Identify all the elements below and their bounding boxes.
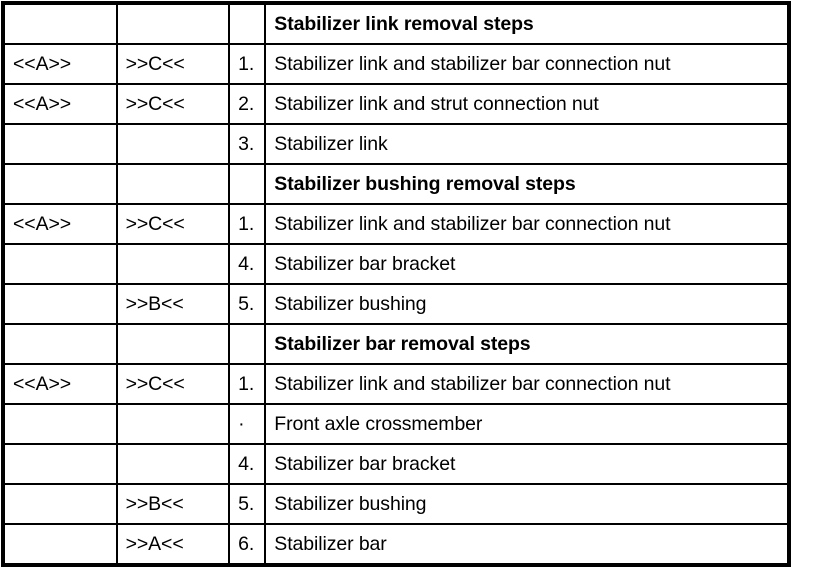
cell-marker-a bbox=[2, 2, 118, 45]
cell-marker-a bbox=[2, 443, 118, 485]
cell-step-description: Stabilizer link and stabilizer bar conne… bbox=[264, 363, 790, 405]
table-row: Stabilizer bushing removal steps bbox=[2, 163, 790, 205]
cell-marker-a bbox=[2, 523, 118, 566]
cell-step-number: 1. bbox=[228, 203, 267, 245]
cell-step-number bbox=[228, 323, 267, 365]
table-row: <<A>>>>C<<2.Stabilizer link and strut co… bbox=[2, 83, 790, 125]
cell-marker-a bbox=[2, 403, 118, 445]
cell-step-description: Stabilizer bar bracket bbox=[264, 443, 790, 485]
cell-step-description: Stabilizer link bbox=[264, 123, 790, 165]
table-row: 4.Stabilizer bar bracket bbox=[2, 443, 790, 485]
table-row: Stabilizer link removal steps bbox=[2, 2, 790, 45]
cell-step-number: 1. bbox=[228, 43, 267, 85]
section-header-label: Stabilizer bar removal steps bbox=[264, 323, 790, 365]
table-row: <<A>>>>C<<1.Stabilizer link and stabiliz… bbox=[2, 363, 790, 405]
cell-marker-b bbox=[115, 123, 231, 165]
table-row: >>A<<6.Stabilizer bar bbox=[2, 523, 790, 566]
cell-step-description: Stabilizer bar bracket bbox=[264, 243, 790, 285]
cell-step-description: Stabilizer link and strut connection nut bbox=[264, 83, 790, 125]
table-row: ·Front axle crossmember bbox=[2, 403, 790, 445]
cell-step-number: 1. bbox=[228, 363, 267, 405]
cell-marker-b: >>C<< bbox=[115, 83, 231, 125]
table-row: >>B<<5.Stabilizer bushing bbox=[2, 483, 790, 525]
cell-marker-b: >>C<< bbox=[115, 203, 231, 245]
cell-step-number: 5. bbox=[228, 283, 267, 325]
cell-marker-a: <<A>> bbox=[2, 203, 118, 245]
cell-marker-b bbox=[115, 403, 231, 445]
cell-marker-a: <<A>> bbox=[2, 83, 118, 125]
cell-marker-a bbox=[2, 163, 118, 205]
cell-marker-b bbox=[115, 323, 231, 365]
stabilizer-removal-steps-table: Stabilizer link removal steps<<A>>>>C<<1… bbox=[1, 1, 791, 567]
cell-marker-a: <<A>> bbox=[2, 363, 118, 405]
table-row: <<A>>>>C<<1.Stabilizer link and stabiliz… bbox=[2, 43, 790, 85]
cell-marker-b: >>B<< bbox=[115, 283, 231, 325]
cell-step-description: Stabilizer link and stabilizer bar conne… bbox=[264, 43, 790, 85]
section-header-label: Stabilizer bushing removal steps bbox=[264, 163, 790, 205]
table-row: <<A>>>>C<<1.Stabilizer link and stabiliz… bbox=[2, 203, 790, 245]
cell-step-description: Front axle crossmember bbox=[264, 403, 790, 445]
cell-marker-b bbox=[115, 163, 231, 205]
cell-marker-a bbox=[2, 123, 118, 165]
cell-marker-b bbox=[115, 2, 231, 45]
cell-step-number bbox=[228, 2, 267, 45]
cell-step-number: 3. bbox=[228, 123, 267, 165]
table-row: >>B<<5.Stabilizer bushing bbox=[2, 283, 790, 325]
cell-marker-b bbox=[115, 243, 231, 285]
cell-marker-b: >>C<< bbox=[115, 363, 231, 405]
cell-step-description: Stabilizer link and stabilizer bar conne… bbox=[264, 203, 790, 245]
table-row: Stabilizer bar removal steps bbox=[2, 323, 790, 365]
cell-step-number: 4. bbox=[228, 243, 267, 285]
cell-marker-b: >>C<< bbox=[115, 43, 231, 85]
table-body: Stabilizer link removal steps<<A>>>>C<<1… bbox=[2, 2, 790, 566]
cell-step-description: Stabilizer bar bbox=[264, 523, 790, 566]
cell-step-number: 6. bbox=[228, 523, 267, 566]
cell-step-description: Stabilizer bushing bbox=[264, 483, 790, 525]
cell-step-number: 4. bbox=[228, 443, 267, 485]
section-header-label: Stabilizer link removal steps bbox=[264, 2, 790, 45]
cell-marker-b: >>B<< bbox=[115, 483, 231, 525]
cell-step-number: 2. bbox=[228, 83, 267, 125]
cell-step-number bbox=[228, 163, 267, 205]
cell-marker-a bbox=[2, 483, 118, 525]
cell-step-description: Stabilizer bushing bbox=[264, 283, 790, 325]
cell-marker-b: >>A<< bbox=[115, 523, 231, 566]
cell-step-number: 5. bbox=[228, 483, 267, 525]
cell-bullet-marker: · bbox=[228, 403, 267, 445]
table-row: 4.Stabilizer bar bracket bbox=[2, 243, 790, 285]
cell-marker-a bbox=[2, 323, 118, 365]
cell-marker-b bbox=[115, 443, 231, 485]
cell-marker-a: <<A>> bbox=[2, 43, 118, 85]
table-row: 3.Stabilizer link bbox=[2, 123, 790, 165]
cell-marker-a bbox=[2, 243, 118, 285]
cell-marker-a bbox=[2, 283, 118, 325]
